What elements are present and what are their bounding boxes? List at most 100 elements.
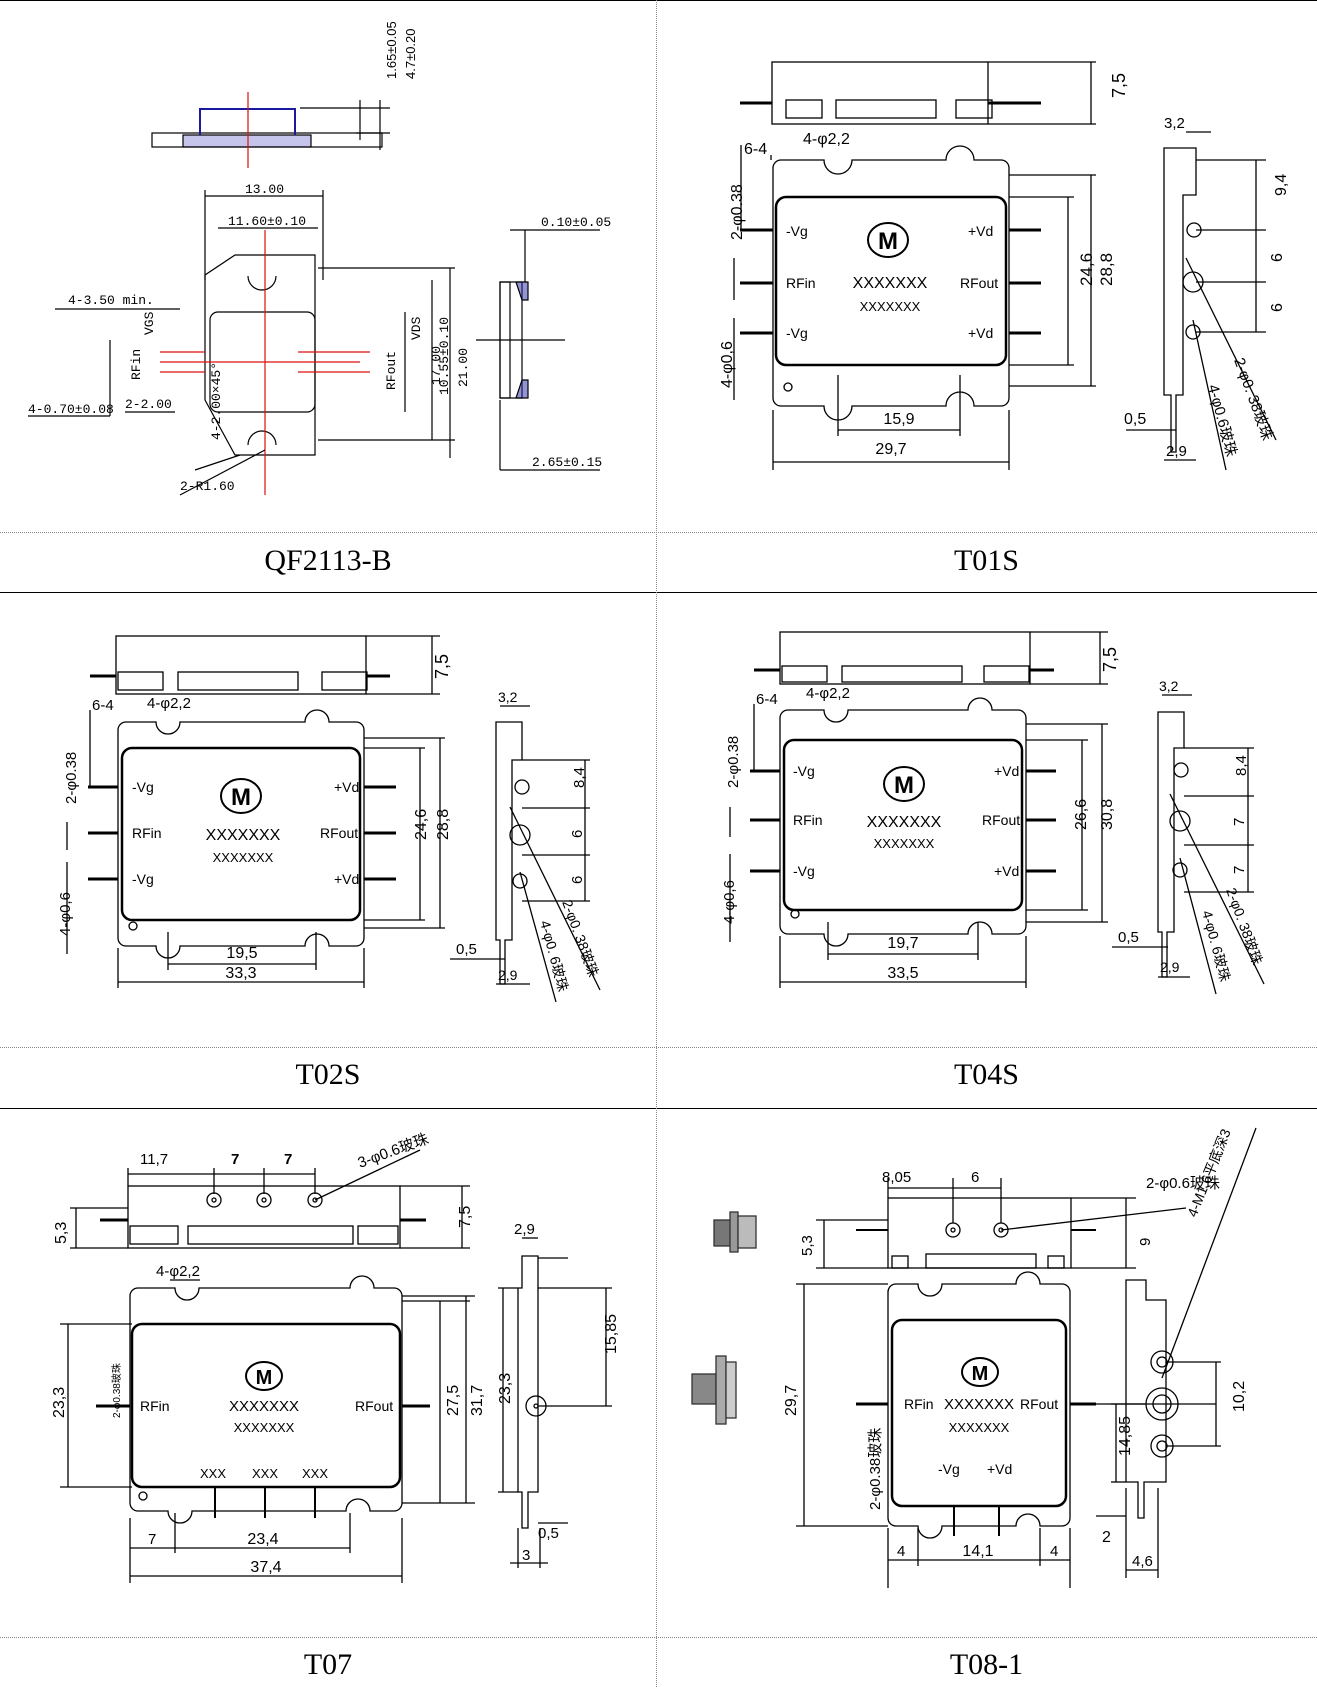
dim-label: 2-φ0.38玻珠 — [110, 1363, 123, 1418]
dim-label: 5,3 — [53, 1222, 70, 1244]
pin-label: -Vg — [786, 223, 808, 239]
pin-label-rfout: RFout — [384, 351, 399, 390]
dim-label: 23,4 — [247, 1531, 278, 1548]
dim-label: 7 — [1231, 866, 1248, 874]
dim-label: 2-φ0. 38玻珠 — [1223, 886, 1266, 967]
pin-label: RFout — [1020, 1396, 1058, 1412]
dim-label: 4-φ0,6 — [719, 341, 736, 388]
dim-label: 27,5 — [445, 1385, 462, 1416]
package-cell-t04s: 7,5 4-φ2,2 6-4 2-φ0.38 4-φ0,6 -Vg RFin -… — [656, 592, 1317, 1108]
dim-label: 9,4 — [1273, 174, 1290, 196]
dim-label: 29,7 — [783, 1385, 800, 1416]
part-number: XXXXXXX — [206, 827, 281, 844]
row-divider — [0, 532, 1317, 533]
pin-label: XXX — [200, 1466, 226, 1481]
part-number-secondary: XXXXXXX — [874, 836, 935, 851]
dim-label: 0,5 — [1124, 411, 1146, 428]
dim-label: 2-φ0. 38玻珠 — [1230, 356, 1276, 443]
dim-label: 31,7 — [469, 1385, 486, 1416]
pin-label: +Vd — [968, 223, 993, 239]
sma-connector-icon — [691, 1355, 737, 1425]
dim-label: 7,5 — [457, 1206, 474, 1228]
logo-icon: M — [961, 1357, 999, 1387]
dim-label: 4-0.70±0.08 — [28, 402, 114, 417]
dim-label: 2-φ0.38 — [725, 736, 742, 788]
dim-label: 23,3 — [497, 1373, 514, 1404]
part-number-secondary: XXXXXXX — [949, 1420, 1010, 1435]
dim-label: 2,9 — [1160, 959, 1180, 975]
dim-label: 10,2 — [1231, 1381, 1248, 1412]
dim-label: 4,6 — [1132, 1553, 1153, 1570]
dim-label: 28,8 — [435, 809, 452, 840]
part-number-secondary: XXXXXXX — [213, 850, 274, 865]
svg-text:M: M — [231, 784, 251, 811]
pin-label: RFin — [793, 812, 823, 828]
dim-label: 4-φ0,6 — [721, 880, 738, 924]
dim-label: 7 — [1231, 818, 1248, 826]
dim-label: 2-φ0.38玻珠 — [867, 1428, 884, 1510]
dim-label: 3 — [522, 1547, 530, 1564]
pin-label: +Vd — [987, 1461, 1012, 1477]
part-number: XXXXXXX — [229, 1398, 299, 1415]
part-number-secondary: XXXXXXX — [234, 1420, 295, 1435]
pin-label: -Vg — [793, 863, 815, 879]
dim-label: 3,2 — [1164, 115, 1185, 132]
pin-label: +Vd — [334, 779, 359, 795]
dim-label: 4-φ2,2 — [156, 1263, 200, 1280]
dim-label: 4-φ0. 6玻珠 — [1199, 909, 1233, 984]
dim-label: 11,7 — [140, 1151, 168, 1168]
pin-label-vgs: VGS — [142, 311, 157, 335]
dim-label: 4.7±0.20 — [403, 28, 418, 79]
pin-label: -Vg — [132, 871, 154, 887]
package-caption: T04S — [953, 1058, 1019, 1091]
dim-label: 14,85 — [1117, 1416, 1134, 1456]
dim-label: 19,7 — [887, 935, 918, 952]
pin-label: +Vd — [994, 763, 1019, 779]
dim-label: 4-φ0,6 — [57, 892, 74, 936]
dim-label: 8,05 — [882, 1169, 911, 1186]
package-caption: QF2113-B — [264, 544, 392, 577]
dim-label: 0.10±0.05 — [541, 215, 611, 230]
dim-label: 4-2.00×45° — [209, 362, 224, 440]
t04s-drawing: 7,5 4-φ2,2 6-4 2-φ0.38 4-φ0,6 -Vg RFin -… — [721, 631, 1266, 995]
dim-label: 3,2 — [1159, 678, 1179, 694]
package-cell-qf2113b: 1.65±0.05 4.7±0.20 13.00 11.60±0.10 4-3.… — [0, 0, 656, 592]
package-cell-t01s: 7,5 4-φ2,2 6-4 2-φ0.38 4-φ0,6 -Vg RFin -… — [656, 0, 1317, 592]
logo-icon: M — [867, 222, 909, 258]
dim-label: 23,3 — [51, 1387, 68, 1418]
sma-connector-icon — [713, 1211, 757, 1253]
dim-label: 2,9 — [514, 1221, 535, 1238]
pin-label: -Vg — [132, 779, 154, 795]
dim-label: 2,9 — [498, 967, 518, 983]
package-caption: T01S — [953, 544, 1019, 577]
dim-label: 4 — [897, 1543, 905, 1560]
package-cell-t081: 8,05 6 2-φ0.6玻珠 5,3 9 RFin RFout -Vg +Vd… — [656, 1108, 1317, 1687]
dim-label: 7,5 — [1109, 73, 1129, 98]
part-number: XXXXXXX — [944, 1396, 1014, 1413]
row-divider — [0, 1047, 1317, 1048]
logo-icon: M — [220, 778, 262, 814]
dim-label: 7 — [148, 1531, 156, 1548]
dim-label: 6-4 — [744, 141, 767, 158]
dim-label: 6 — [1269, 303, 1286, 312]
part-number: XXXXXXX — [853, 275, 928, 292]
dim-label: 3-φ0.6玻珠 — [356, 1131, 431, 1172]
svg-text:M: M — [256, 1367, 273, 1389]
pin-label: +Vd — [994, 863, 1019, 879]
pin-label: RFout — [960, 275, 998, 291]
dim-label: 4 — [1050, 1543, 1058, 1560]
part-number: XXXXXXX — [867, 814, 942, 831]
pin-label: RFout — [982, 812, 1020, 828]
dim-label: 28,8 — [1097, 253, 1116, 286]
dim-label: 2-φ0.38 — [63, 752, 80, 804]
logo-icon: M — [245, 1361, 283, 1391]
dim-label: 33,3 — [225, 965, 256, 982]
dim-label: 6 — [1269, 253, 1286, 262]
pin-label-vds: VDS — [409, 316, 424, 340]
dim-label: 8,4 — [1233, 755, 1250, 776]
dim-label: 1.65±0.05 — [384, 21, 399, 79]
pin-label: XXX — [302, 1466, 328, 1481]
dim-label: 6-4 — [92, 697, 114, 714]
dim-label: 15,9 — [883, 411, 914, 428]
dim-label: 21.00 — [456, 348, 471, 387]
